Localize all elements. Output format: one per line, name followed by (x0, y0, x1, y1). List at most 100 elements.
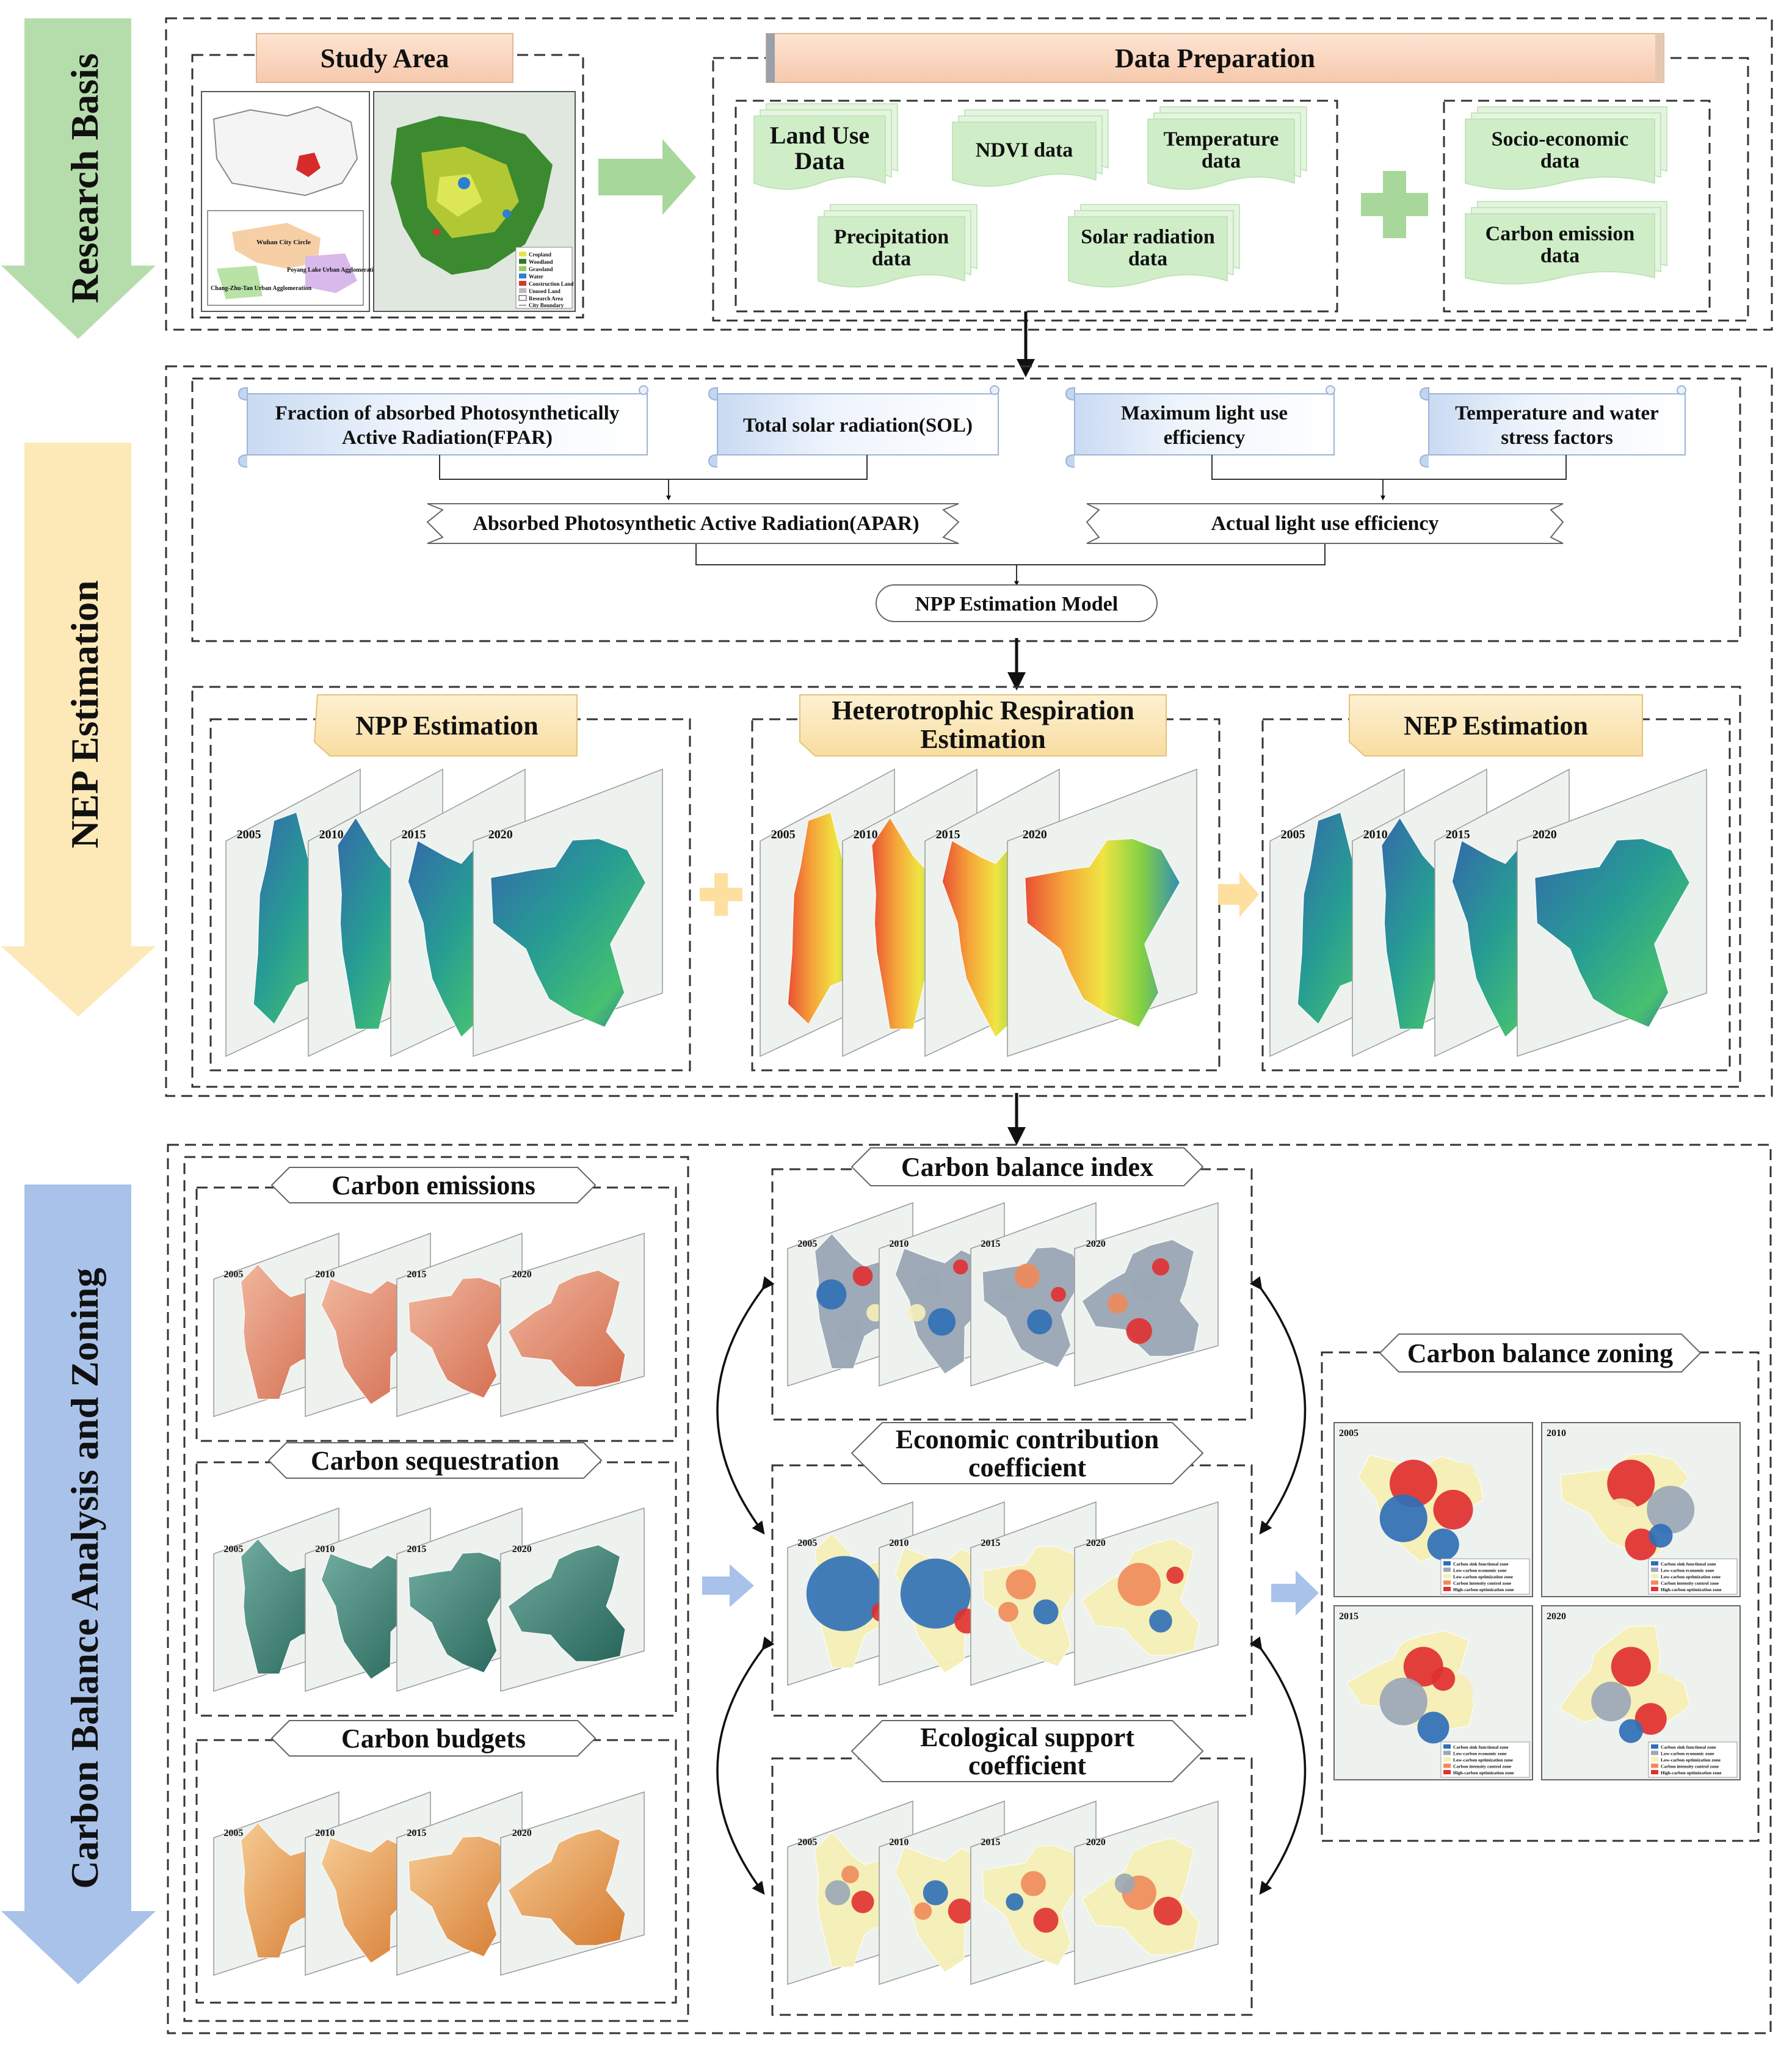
zoning-map-year-3: 2020 (1547, 1611, 1566, 1622)
nep-estimation-title: NEP Estimation (1404, 711, 1588, 741)
zoning-legend-0-4: High-carbon optimization zone (1453, 1587, 1514, 1592)
cbi-title-text-0: Carbon balance index (901, 1152, 1153, 1182)
data-card-label-3-0: Precipitation (834, 226, 949, 248)
plus-sign (1361, 171, 1428, 238)
svg-text:City Boundary: City Boundary (529, 302, 564, 308)
budgets-map-0-year: 2005 (223, 1828, 243, 1838)
study-area-title: Study Area (321, 43, 449, 73)
data-card-label-2-0: Temperature (1164, 128, 1279, 151)
region-label-changzhutan: Chang-Zhu-Tan Urban Agglomeration (211, 285, 312, 292)
sequestration-map-0-year: 2005 (223, 1544, 243, 1554)
region-label-wuhan: Wuhan City Circle (256, 239, 311, 246)
zoning-legend-0-1: Low-carbon economic zone (1453, 1568, 1507, 1573)
npp-model-frame (191, 377, 1741, 642)
data-card-label-0-1: Data (794, 147, 844, 175)
actual-lue-box: Actual light use efficiency (1086, 503, 1564, 544)
svg-text:Research Area: Research Area (529, 296, 563, 302)
model-connectors (439, 455, 1567, 586)
zoning-map-year-1: 2010 (1547, 1428, 1566, 1438)
npp-estimation-title-box: NPP Estimation (313, 694, 578, 756)
svg-text:Construction Land: Construction Land (529, 281, 573, 287)
study-area-title-box: Study Area (256, 33, 513, 83)
esc-title-text-1: coefficient (968, 1750, 1086, 1780)
poyang-lake-shape (305, 253, 357, 293)
npp-plus-rh-sign (700, 873, 742, 916)
rh-to-nep-arrow (1218, 872, 1259, 917)
nep-estimation-title-box: NEP Estimation (1349, 694, 1643, 756)
zoning-legend-3-4: High-carbon optimization zone (1661, 1770, 1722, 1776)
research-basis-frame (165, 17, 1773, 331)
wuhan-city-circle-shape (232, 223, 321, 269)
sequestration-map-3: 2020 (500, 1507, 645, 1692)
stage-label-carbon-balance: Carbon Balance Analysis and Zoning (63, 1268, 106, 1888)
input-scroll-label-1-0: Total solar radiation(SOL) (743, 415, 973, 437)
cbi-title: Carbon balance index (851, 1147, 1204, 1186)
esc-map-3-year: 2020 (1086, 1837, 1106, 1848)
china-outline-shape (212, 106, 358, 197)
zoning-legend-2-3: Carbon intensity control zone (1453, 1764, 1512, 1769)
svg-text:Grassland: Grassland (529, 266, 553, 272)
zoning-legend-1-1: Low-carbon economic zone (1661, 1568, 1714, 1573)
input-scroll-0: Fraction of absorbed PhotosyntheticallyA… (238, 385, 648, 468)
rh-map-2-year: 2015 (936, 828, 960, 841)
rh-estimation-title-1: Heterotrophic Respiration (832, 695, 1134, 725)
sequestration-map-2-year: 2015 (407, 1544, 426, 1554)
nep-map-3: 2020 (1517, 768, 1707, 1057)
sequestration-map-3-year: 2020 (512, 1544, 532, 1554)
esc-title-text-0: Ecological support (920, 1722, 1134, 1752)
emissions-map-3: 2020 (500, 1232, 645, 1417)
zoning-legend-3-0: Carbon sink functional zone (1661, 1744, 1716, 1750)
input-scroll-1: Total solar radiation(SOL) (708, 385, 999, 468)
nep-map-0-year: 2005 (1281, 828, 1305, 841)
nep-estimation-panel (1261, 718, 1731, 1072)
ecc-map-1-year: 2010 (889, 1538, 909, 1548)
carbon-sequestration-title: Carbon sequestration (267, 1442, 603, 1479)
emissions-map-1-year: 2010 (315, 1269, 335, 1280)
npp-map-3: 2020 (473, 768, 663, 1057)
cbi-map-2: 2015 (970, 1202, 1097, 1387)
data-card-1: NDVI data (952, 109, 1109, 187)
data-preparation-title-box: Data Preparation (766, 33, 1664, 83)
zoning-legend-2-0: Carbon sink functional zone (1453, 1744, 1509, 1750)
input-scroll-label-0-0: Fraction of absorbed Photosynthetically (275, 402, 620, 424)
study-area-map: Wuhan City Circle Poyang Lake Urban Aggl… (201, 91, 576, 312)
nep-map-1-year: 2010 (1363, 828, 1388, 841)
carbon-balance-frame (167, 1144, 1772, 2034)
ecc-map-3-year: 2020 (1086, 1538, 1106, 1548)
svg-text:Woodland: Woodland (529, 259, 553, 265)
npp-map-3-year: 2020 (488, 828, 513, 841)
zoning-legend-0-3: Carbon intensity control zone (1453, 1581, 1512, 1586)
input-scroll-label-3-1: stress factors (1501, 427, 1613, 449)
zoning-title-text-0: Carbon balance zoning (1407, 1338, 1673, 1368)
input-scroll-label-2-0: Maximum light use (1121, 402, 1288, 424)
carbon-budgets-title-text-0: Carbon budgets (341, 1724, 526, 1754)
nep-map-3-year: 2020 (1533, 828, 1557, 841)
data-card-label-5-1: data (1540, 150, 1580, 172)
esc-map-0-year: 2005 (797, 1837, 817, 1848)
rh-map-1-year: 2010 (854, 828, 878, 841)
apar-box: Absorbed Photosynthetic Active Radiation… (426, 503, 960, 544)
zoning-legend-1-2: Low-carbon optimization zone (1661, 1574, 1721, 1580)
zoning-title: Carbon balance zoning (1379, 1333, 1702, 1373)
rh-estimation-title-box: Heterotrophic Respiration Estimation (799, 694, 1167, 756)
cbi-map-0-year: 2005 (797, 1239, 817, 1249)
esc-map-2: 2015 (970, 1800, 1097, 1986)
emissions-map-2: 2015 (396, 1232, 523, 1418)
apar-label: Absorbed Photosynthetic Active Radiation… (473, 512, 919, 535)
data-left-group (735, 100, 1338, 313)
input-scroll-label-2-1: efficiency (1164, 427, 1246, 449)
cbi-map-2-year: 2015 (981, 1239, 1000, 1249)
esc-map-3: 2020 (1074, 1800, 1219, 1985)
svg-text:Water: Water (529, 274, 543, 280)
rh-map-3-year: 2020 (1023, 828, 1047, 841)
zoning-legend-3-3: Carbon intensity control zone (1661, 1764, 1719, 1769)
rh-estimation-title-2: Estimation (920, 724, 1045, 754)
